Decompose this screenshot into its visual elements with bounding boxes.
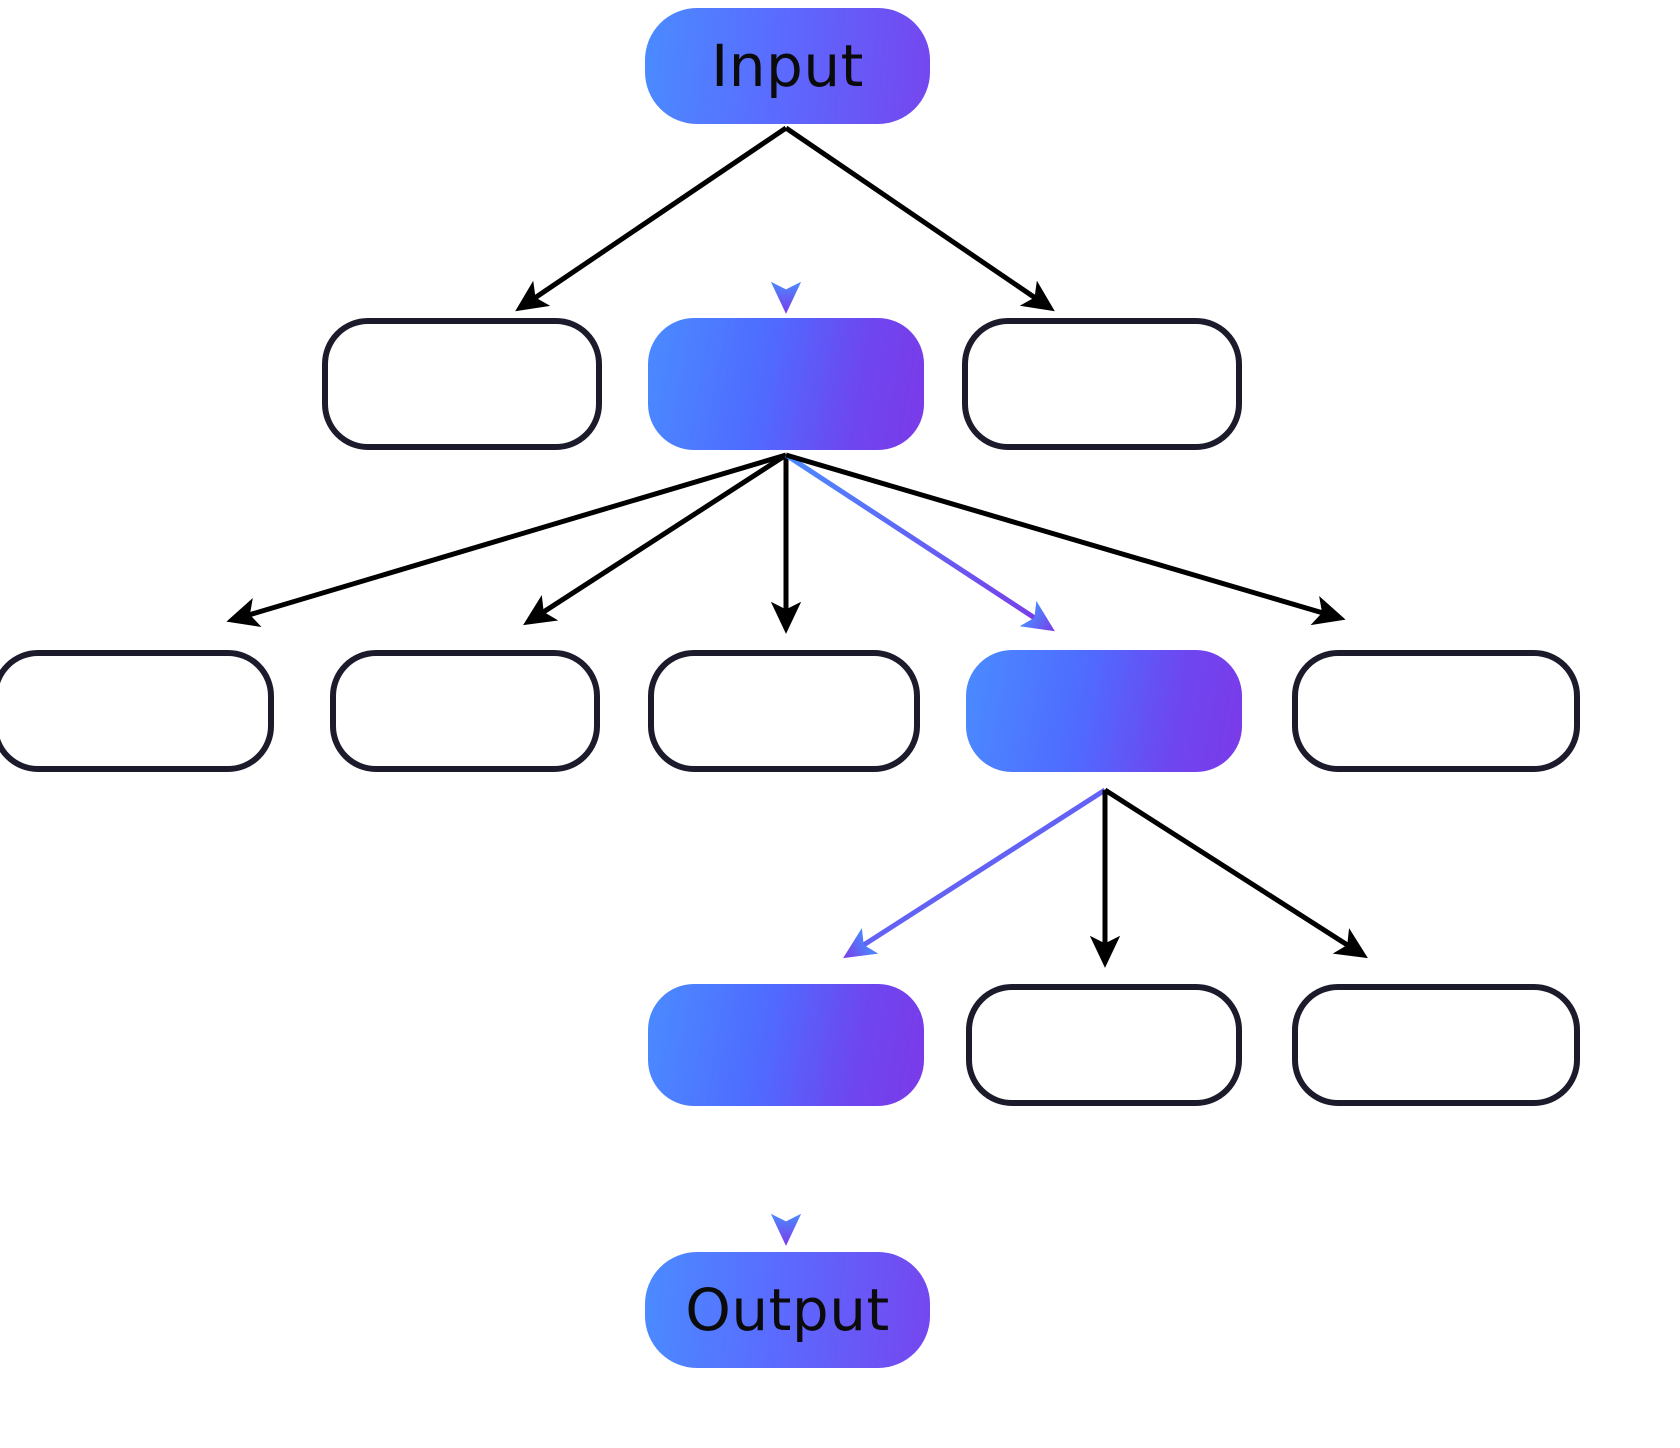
node-n3-3[interactable]	[1292, 984, 1580, 1106]
edge	[515, 125, 788, 312]
node-n3-1[interactable]	[648, 984, 924, 1106]
node-n1-3[interactable]	[962, 318, 1242, 450]
node-n3-2[interactable]	[966, 984, 1242, 1106]
node-n2-1[interactable]	[0, 650, 274, 772]
node-label-output: Output	[685, 1276, 890, 1344]
node-n2-2[interactable]	[330, 650, 600, 772]
node-output[interactable]: Output	[645, 1252, 930, 1368]
node-n1-2[interactable]	[648, 318, 924, 450]
edge	[1103, 787, 1368, 959]
node-n1-1[interactable]	[322, 318, 602, 450]
edge	[785, 452, 1346, 626]
node-input[interactable]: Input	[645, 8, 930, 124]
node-n2-4[interactable]	[966, 650, 1242, 772]
node-label-input: Input	[711, 32, 864, 100]
edge-highlighted	[784, 452, 1055, 632]
node-n2-5[interactable]	[1292, 650, 1580, 772]
node-n2-3[interactable]	[648, 650, 920, 772]
edge	[784, 125, 1055, 312]
edge-highlighted	[843, 787, 1107, 959]
edge	[523, 452, 788, 626]
edge	[226, 452, 787, 628]
